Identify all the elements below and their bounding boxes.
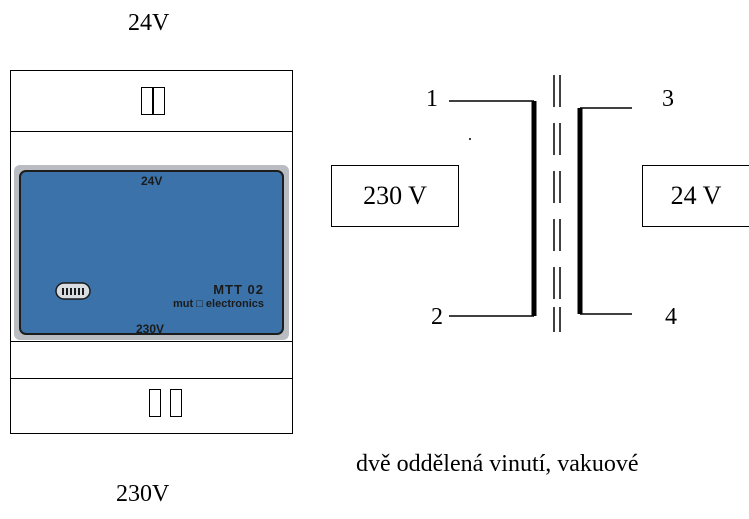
caption-text: dvě oddělená vinutí, vakuové <box>356 451 639 477</box>
module-divider-bottom-upper <box>11 341 292 342</box>
secondary-winding <box>577 107 632 315</box>
stray-dot <box>469 138 471 140</box>
iron-core <box>553 75 561 332</box>
top-terminal-slot-left <box>141 87 153 115</box>
terminal-1-label: 1 <box>426 86 438 112</box>
terminal-4-label: 4 <box>665 304 677 330</box>
bottom-terminal-slot-left <box>149 389 161 417</box>
panel-brand-name: mut □ electronics <box>172 298 264 310</box>
din-rail-transformer-module: 24V MTT 02 mut □ electronics 230V <box>10 70 293 434</box>
bottom-terminal-slot-right <box>170 389 182 417</box>
primary-voltage-box: 230 V <box>331 165 459 227</box>
top-voltage-label: 24V <box>128 10 170 36</box>
terminal-3-label: 3 <box>662 86 674 112</box>
module-divider-top <box>11 131 292 132</box>
panel-secondary-voltage: 24V <box>141 174 163 188</box>
brand-logo-icon <box>55 282 91 300</box>
primary-winding <box>449 100 537 317</box>
module-divider-bottom-lower <box>11 378 292 379</box>
front-label-panel: 24V MTT 02 mut □ electronics 230V <box>14 165 289 340</box>
bottom-voltage-label: 230V <box>116 481 170 507</box>
front-label-face: 24V MTT 02 mut □ electronics 230V <box>19 170 284 336</box>
panel-primary-voltage: 230V <box>136 322 165 336</box>
top-terminal-slot-right <box>153 87 165 115</box>
panel-model-number: MTT 02 <box>213 282 264 297</box>
terminal-2-label: 2 <box>431 304 443 330</box>
secondary-voltage-box: 24 V <box>642 165 749 227</box>
